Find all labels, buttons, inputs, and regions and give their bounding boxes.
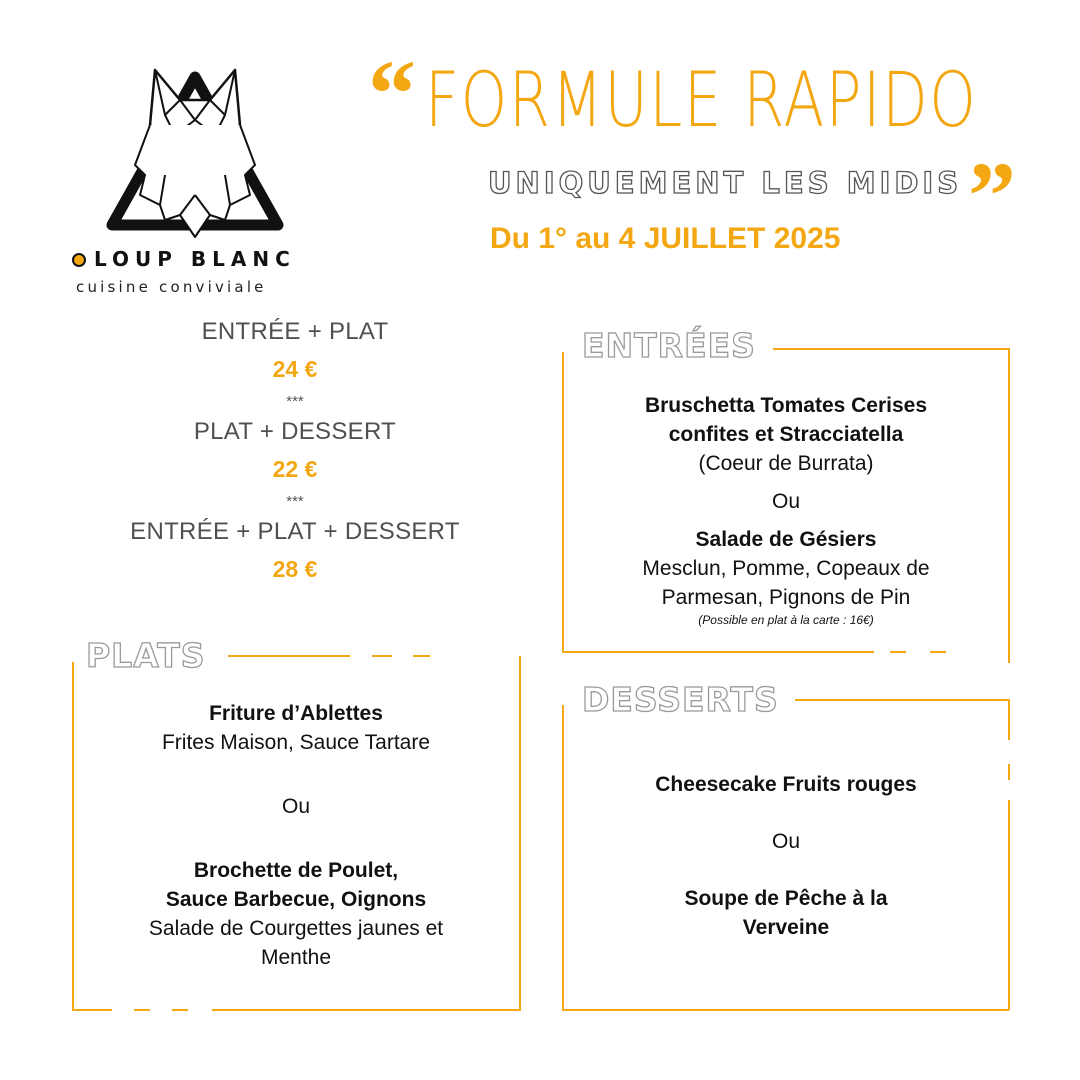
- or-separator: Ou: [771, 490, 800, 513]
- dish-detail: Frites Maison, Sauce Tartare: [161, 731, 431, 754]
- section-title-entrees: ENTRÉES: [576, 325, 762, 366]
- dish-name: Soupe de Pêche à la: [684, 887, 888, 910]
- date-range: Du 1° au 4 JUILLET 2025: [490, 222, 841, 255]
- or-separator: Ou: [771, 830, 800, 853]
- dish-note: (Possible en plat à la carte : 16€): [698, 613, 874, 627]
- entrees-list: Bruschetta Tomates Cerises confites et S…: [575, 391, 997, 628]
- section-title-plats: PLATS: [80, 635, 212, 676]
- dish-detail: Salade de Courgettes jaunes et: [148, 917, 444, 940]
- dish-name: confites et Stracciatella: [668, 423, 904, 446]
- formula-name: ENTRÉE + PLAT: [201, 318, 389, 345]
- formula-name: ENTRÉE + PLAT + DESSERT: [130, 518, 460, 545]
- dish-name: Friture d’Ablettes: [209, 702, 383, 725]
- formula-name: PLAT + DESSERT: [193, 418, 397, 445]
- section-title-desserts: DESSERTS: [576, 679, 785, 720]
- quote-open-mark: “: [368, 40, 416, 147]
- brand-name: LOUP BLANC: [72, 247, 322, 271]
- brand-name-text: LOUP BLANC: [94, 247, 296, 271]
- dish-name: Bruschetta Tomates Cerises: [644, 394, 928, 417]
- formula-price: 24 €: [272, 356, 318, 382]
- brand-tagline: cuisine conviviale: [76, 278, 267, 296]
- formula-price: 28 €: [272, 556, 318, 582]
- dish-name: Sauce Barbecue, Oignons: [165, 888, 427, 911]
- formula-separator: ***: [286, 393, 304, 410]
- wolf-icon: [106, 68, 284, 238]
- dish-detail: Parmesan, Pignons de Pin: [661, 586, 911, 609]
- quote-close-mark: ”: [968, 142, 1016, 249]
- formula-list: ENTRÉE + PLAT 24 € *** PLAT + DESSERT 22…: [90, 318, 500, 583]
- formula-separator: ***: [286, 493, 304, 510]
- dish-name: Brochette de Poulet,: [193, 859, 399, 882]
- page-subtitle: UNIQUEMENT LES MIDIS: [487, 165, 963, 200]
- desserts-list: Cheesecake Fruits rouges Ou Soupe de Pêc…: [575, 770, 997, 942]
- dish-name: Salade de Gésiers: [695, 528, 877, 551]
- brand-dot-icon: [72, 253, 86, 267]
- dish-detail: (Coeur de Burrata): [698, 452, 874, 475]
- dish-detail: Mesclun, Pomme, Copeaux de: [642, 557, 930, 580]
- plats-list: Friture d’Ablettes Frites Maison, Sauce …: [85, 699, 507, 972]
- dish-name: Verveine: [742, 916, 830, 939]
- dish-detail: Menthe: [260, 946, 332, 969]
- formula-price: 22 €: [272, 456, 318, 482]
- dish-name: Cheesecake Fruits rouges: [655, 773, 917, 796]
- page-title: FORMULE RAPIDO: [425, 55, 978, 144]
- or-separator: Ou: [281, 795, 310, 818]
